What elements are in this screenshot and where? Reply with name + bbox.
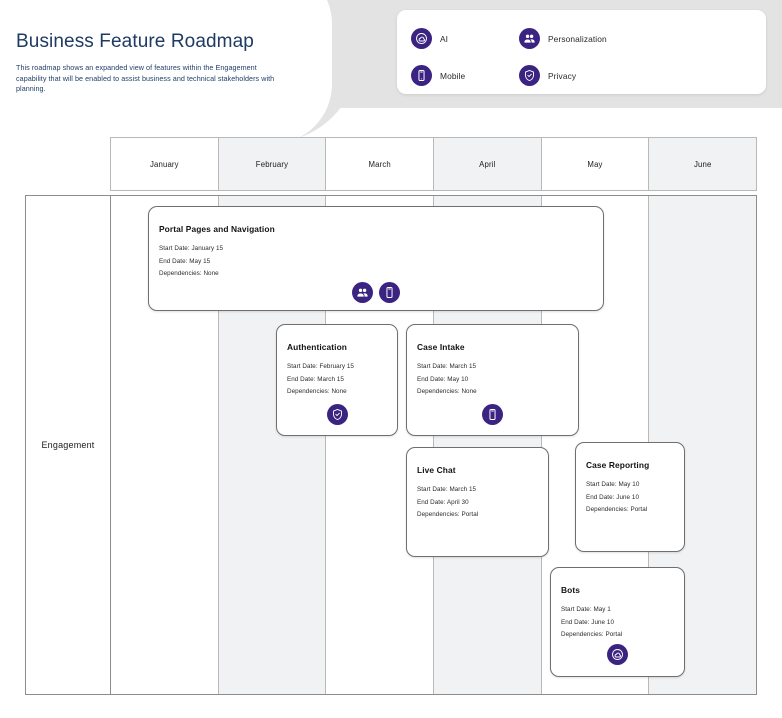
feature-card-case-reporting[interactable]: Case Reporting Start Date: May 10 End Da… <box>575 442 685 552</box>
card-meta: Start Date: March 15 End Date: May 10 De… <box>417 361 477 399</box>
month-header-january: January <box>111 138 219 190</box>
card-title: Live Chat <box>417 465 456 475</box>
feature-card-bots[interactable]: Bots Start Date: May 1 End Date: June 10… <box>550 567 685 677</box>
mobile-phone-icon <box>411 65 432 86</box>
card-end-date: End Date: May 10 <box>417 375 469 383</box>
privacy-shield-check-icon <box>326 404 348 425</box>
card-dependencies: Dependencies: None <box>287 388 347 396</box>
legend-label-privacy: Privacy <box>548 70 577 81</box>
swimlane-label-engagement: Engagement <box>26 196 111 694</box>
privacy-shield-check-icon <box>519 65 540 86</box>
mobile-phone-icon <box>482 404 503 425</box>
roadmap-grid-body: Engagement Portal Pages and Navigation S… <box>25 195 757 695</box>
header-block: Business Feature Roadmap This roadmap sh… <box>16 30 316 95</box>
card-start-date: Start Date: March 15 <box>417 486 477 493</box>
card-meta: Start Date: May 10 End Date: June 10 Dep… <box>586 479 647 517</box>
card-start-date: Start Date: May 10 <box>586 481 640 488</box>
month-header-february: February <box>218 138 327 190</box>
card-start-date: Start Date: February 15 <box>287 363 354 370</box>
mobile-phone-icon <box>379 282 400 303</box>
feature-card-authentication[interactable]: Authentication Start Date: February 15 E… <box>276 324 398 436</box>
legend-card: AI Personalization <box>397 10 766 94</box>
card-dependencies: Dependencies: Portal <box>417 511 479 519</box>
legend-label-mobile: Mobile <box>440 70 466 81</box>
ai-cloud-icon <box>411 28 432 49</box>
card-meta: Start Date: May 1 End Date: June 10 Depe… <box>561 604 622 642</box>
legend-item-ai[interactable]: AI <box>411 28 519 49</box>
legend-grid: AI Personalization <box>411 20 607 94</box>
card-end-date: End Date: June 10 <box>586 493 640 501</box>
card-meta: Start Date: February 15 End Date: March … <box>287 361 354 399</box>
month-header-may: May <box>542 138 650 190</box>
card-end-date: End Date: May 15 <box>159 257 211 265</box>
month-header-june: June <box>649 138 757 190</box>
timeline-month-header: January February March April May June <box>110 137 757 191</box>
card-title: Case Intake <box>417 342 465 352</box>
ai-cloud-icon <box>607 644 628 665</box>
card-start-date: Start Date: May 1 <box>561 606 611 613</box>
legend-label-personalization: Personalization <box>548 33 607 44</box>
legend-item-personalization[interactable]: Personalization <box>519 28 607 49</box>
feature-card-case-intake[interactable]: Case Intake Start Date: March 15 End Dat… <box>406 324 579 436</box>
page-subtitle: This roadmap shows an expanded view of f… <box>16 63 275 93</box>
page-title: Business Feature Roadmap <box>16 31 254 52</box>
feature-card-portal-pages-and-navigation[interactable]: Portal Pages and Navigation Start Date: … <box>148 206 604 311</box>
card-end-date: End Date: March 15 <box>287 375 344 383</box>
card-title: Bots <box>561 585 581 595</box>
card-dependencies: Dependencies: None <box>417 388 477 396</box>
card-dependencies: Dependencies: None <box>159 270 219 278</box>
card-dependencies: Dependencies: Portal <box>586 506 648 514</box>
legend-label-ai: AI <box>440 33 449 44</box>
feature-card-live-chat[interactable]: Live Chat Start Date: March 15 End Date:… <box>406 447 549 557</box>
card-title: Case Reporting <box>586 460 650 470</box>
card-end-date: End Date: April 30 <box>417 498 469 506</box>
card-icon-row <box>277 404 397 425</box>
card-title: Authentication <box>287 342 348 352</box>
card-end-date: End Date: June 10 <box>561 618 615 626</box>
legend-item-privacy[interactable]: Privacy <box>519 65 607 86</box>
card-meta: Start Date: March 15 End Date: April 30 … <box>417 484 478 522</box>
month-header-march: March <box>326 138 435 190</box>
card-start-date: Start Date: January 15 <box>159 245 224 252</box>
card-dependencies: Dependencies: Portal <box>561 631 623 639</box>
card-icon-row <box>149 282 603 303</box>
card-title: Portal Pages and Navigation <box>159 224 275 234</box>
card-icon-row <box>551 644 684 665</box>
column-band-january <box>111 196 219 694</box>
column-band-march <box>326 196 435 694</box>
card-icon-row <box>407 404 578 425</box>
month-header-april: April <box>434 138 542 190</box>
personalization-people-icon <box>519 28 540 49</box>
personalization-people-icon <box>352 282 373 303</box>
legend-item-mobile[interactable]: Mobile <box>411 65 519 86</box>
card-meta: Start Date: January 15 End Date: May 15 … <box>159 243 223 281</box>
card-start-date: Start Date: March 15 <box>417 363 477 370</box>
feature-card-layer: Portal Pages and Navigation Start Date: … <box>26 196 756 694</box>
